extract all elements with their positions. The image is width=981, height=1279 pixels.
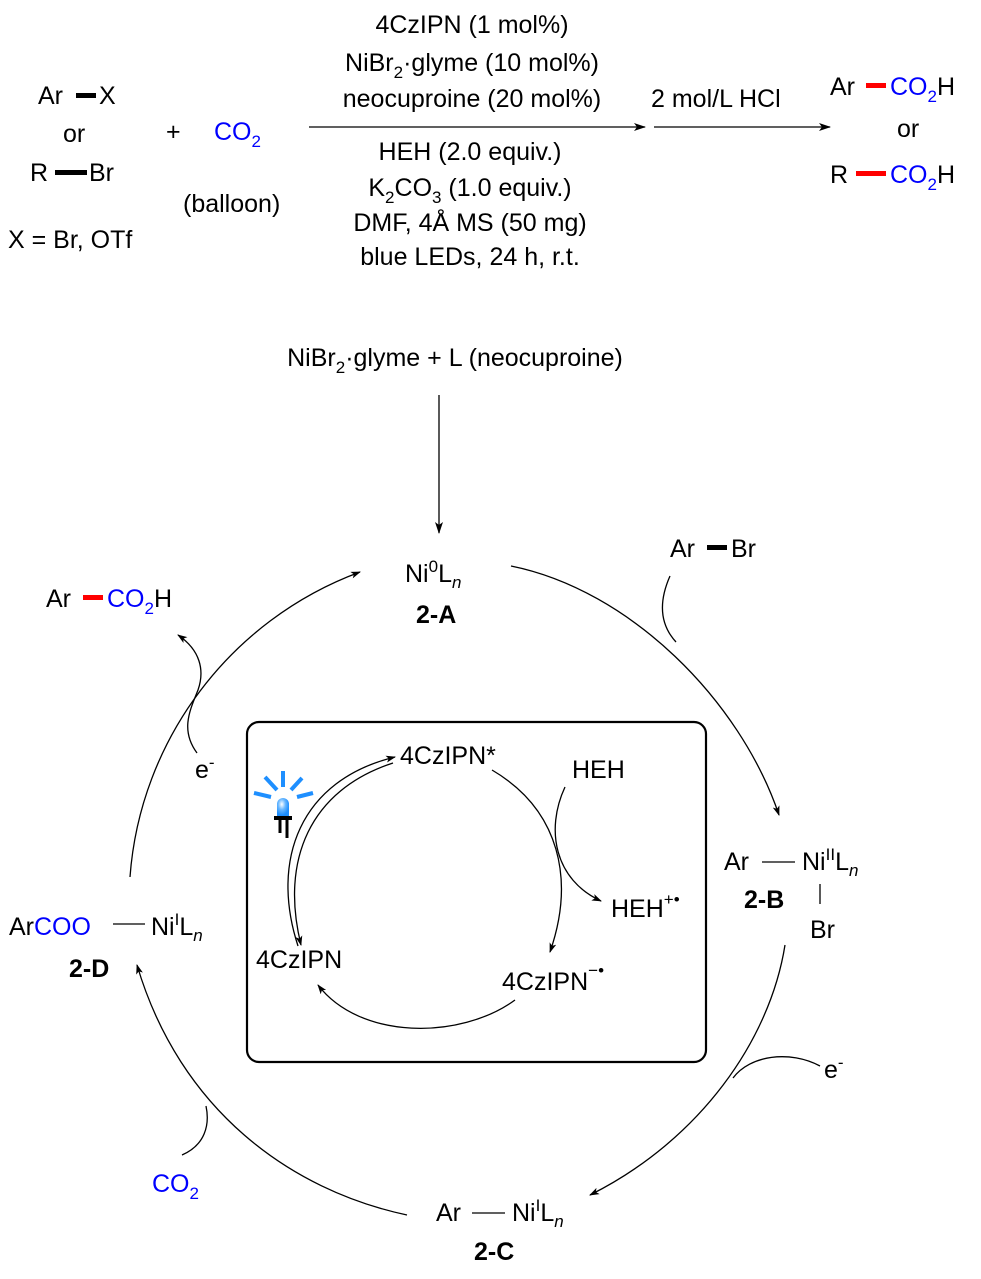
product-co2h: CO2H [890,161,955,194]
balloon-note: (balloon) [183,190,280,218]
arrow-2A-to-2B [510,565,780,816]
electron-1: e- [824,1053,844,1084]
new-bond-red [83,595,103,600]
arrow-2B-to-2C [589,944,786,1196]
2B-br: Br [810,916,835,944]
reactant-ar: Ar [38,82,63,110]
reactant-x: X [99,82,116,110]
bond-ar-x [76,93,96,98]
bond-ar-br [707,545,727,550]
condition-base: K2CO3 (1.0 equiv.) [368,174,571,207]
species-2B: Ar NiIILn Br 2-B [724,845,858,944]
or-label-2: or [897,115,919,143]
donor-heh: HEH [572,756,625,784]
product-ar: Ar [830,73,855,101]
product-release-arc [177,634,202,754]
pc-excited: 4CzIPN* [400,742,496,770]
arrow-heh-oxidation [554,786,602,902]
new-bond-red [866,83,886,88]
reactant-aryl-halide: Ar X [38,82,116,110]
substrate-br: Br [731,535,756,563]
co2-entry-arc [181,1105,208,1156]
arrow-reduced-to-ground [317,984,516,1029]
condition-nickel: NiBr2·glyme (10 mol%) [345,49,599,82]
substrate-arbr: Ar Br [670,535,756,563]
product-co2h: CO2H [890,73,955,106]
plus-sign: + [166,118,181,146]
condition-solvent: DMF, 4Å MS (50 mg) [353,207,586,237]
2B-ar: Ar [724,848,749,876]
reactant-br: Br [89,159,114,187]
product-out: Ar CO2H [46,585,172,618]
label-2D: 2-D [69,955,109,983]
2C-ar: Ar [436,1199,461,1227]
bond-r-br [55,170,87,175]
arrow-2D-to-2A [129,571,361,878]
product-aryl-acid: Ar CO2H [830,73,955,106]
2B-ni: NiIILn [802,845,858,880]
electron-entry-arc-1 [732,1056,821,1079]
2D-carboxylate: ArCOO [9,913,91,941]
blue-led-icon [253,771,314,838]
product-co2h: CO2H [107,585,172,618]
co2-reagent: CO2 [214,118,261,151]
precatalyst-label: NiBr2·glyme + L (neocuproine) [287,344,623,377]
species-2A: Ni0Ln 2-A [405,557,461,629]
product-alkyl-acid: R CO2H [830,161,955,194]
condition-reductant: HEH (2.0 equiv.) [379,138,562,166]
2D-ni: NiILn [151,910,203,945]
or-label-1: or [63,120,85,148]
pc-reduced: 4CzIPN−• [502,961,604,996]
condition-ligand: neocuproine (20 mol%) [343,85,601,113]
label-2C: 2-C [474,1238,514,1266]
product-r: R [830,161,848,189]
ni0-ln: Ni0Ln [405,557,461,592]
electron-2: e- [195,753,215,784]
excitation-arrow [287,755,396,947]
condition-light: blue LEDs, 24 h, r.t. [360,243,580,271]
substrate-ar: Ar [670,535,695,563]
new-bond-red [856,171,886,176]
condition-photocatalyst: 4CzIPN (1 mol%) [375,11,568,39]
x-definition: X = Br, OTf [8,226,132,254]
2C-ni: NiILn [512,1196,564,1231]
species-2D: ArCOO NiILn 2-D [9,910,203,983]
arbr-entry-arc [661,575,677,643]
workup-acid: 2 mol/L HCl [651,85,781,113]
reactant-r: R [30,159,48,187]
reactant-alkyl-bromide: R Br [30,159,114,187]
label-2B: 2-B [744,886,784,914]
arrow-2C-to-2D [136,964,408,1216]
species-2C: Ar NiILn 2-C [436,1196,564,1266]
donor-oxidized: HEH+• [611,890,680,923]
pc-ground: 4CzIPN [256,946,342,974]
photocycle-box [245,720,708,1064]
arrow-excited-to-reduced [491,769,562,953]
product-ar: Ar [46,585,71,613]
co2-input: CO2 [152,1170,199,1203]
relaxation-arrow [293,762,394,946]
label-2A: 2-A [416,601,456,629]
